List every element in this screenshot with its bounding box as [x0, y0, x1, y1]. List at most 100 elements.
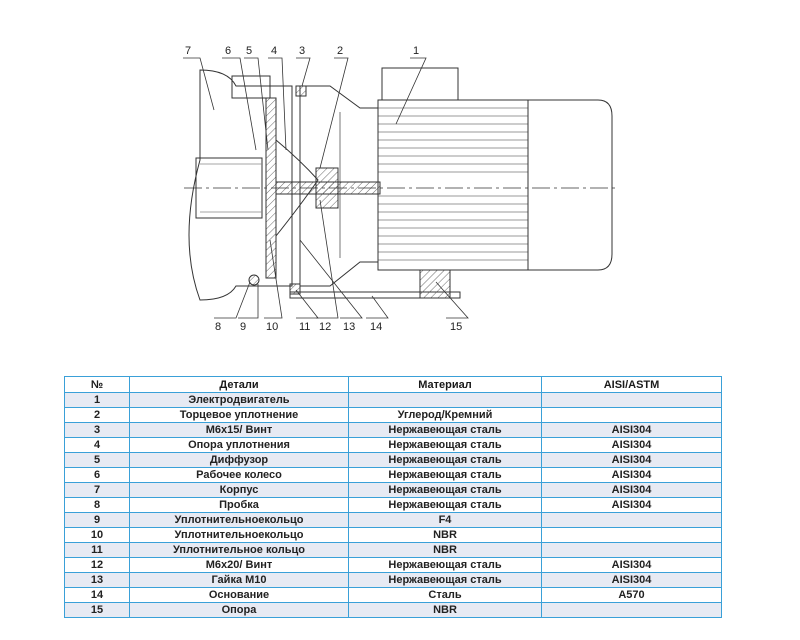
motor-bracket [299, 85, 379, 287]
cell-material: NBR [348, 542, 542, 558]
cell-aisi: AISI304 [541, 422, 722, 438]
cell-aisi [541, 527, 722, 543]
cell-part: Опора [129, 602, 349, 618]
callout-2: 2 [337, 45, 343, 57]
cell-part: Диффузор [129, 452, 349, 468]
cell-aisi [541, 512, 722, 528]
cell-part: Корпус [129, 482, 349, 498]
callout-6: 6 [225, 45, 231, 57]
cell-number: 13 [64, 572, 130, 588]
callout-11: 11 [299, 321, 310, 333]
cell-material: Нержавеющая сталь [348, 482, 542, 498]
cell-part: Рабочее колесо [129, 467, 349, 483]
screw-top [295, 85, 307, 97]
header-part: Детали [129, 376, 349, 393]
cell-aisi: AISI304 [541, 557, 722, 573]
callout-5: 5 [246, 45, 252, 57]
cell-aisi [541, 392, 722, 408]
cell-material: Нержавеющая сталь [348, 467, 542, 483]
suction-inlet [195, 157, 263, 219]
cell-number: 12 [64, 557, 130, 573]
callout-13: 13 [343, 321, 355, 333]
cell-part: Гайка M10 [129, 572, 349, 588]
cell-number: 7 [64, 482, 130, 498]
cell-number: 1 [64, 392, 130, 408]
cell-part: Опора уплотнения [129, 437, 349, 453]
callout-1: 1 [413, 45, 419, 57]
header-material: Материал [348, 376, 542, 393]
cell-number: 8 [64, 497, 130, 513]
callout-14: 14 [370, 321, 382, 333]
callouts-top: 7 6 5 4 3 2 1 [185, 45, 419, 57]
base-plate [289, 291, 461, 299]
cell-aisi [541, 602, 722, 618]
cell-aisi: AISI304 [541, 467, 722, 483]
header-aisi: AISI/ASTM [541, 376, 722, 393]
cell-material [348, 392, 542, 408]
cell-aisi: AISI304 [541, 572, 722, 588]
cell-aisi: AISI304 [541, 497, 722, 513]
cell-number: 15 [64, 602, 130, 618]
cell-part: Уплотнительноекольцо [129, 512, 349, 528]
cell-material: NBR [348, 602, 542, 618]
support-foot [419, 269, 451, 299]
terminal-box [381, 67, 459, 100]
table-header-row: № Детали Материал AISI/ASTM [64, 376, 722, 393]
cell-material: F4 [348, 512, 542, 528]
cell-number: 11 [64, 542, 130, 558]
cell-part: Уплотнительное кольцо [129, 542, 349, 558]
cell-part: M6x20/ Винт [129, 557, 349, 573]
pump-casing [188, 69, 293, 301]
cell-material: Нержавеющая сталь [348, 572, 542, 588]
cell-material: NBR [348, 527, 542, 543]
cell-material: Сталь [348, 587, 542, 603]
cell-aisi [541, 542, 722, 558]
callout-7: 7 [185, 45, 191, 57]
callout-8: 8 [215, 321, 221, 333]
cell-number: 5 [64, 452, 130, 468]
discharge-outlet [231, 75, 271, 99]
callout-15: 15 [450, 321, 462, 333]
cell-part: Уплотнительноекольцо [129, 527, 349, 543]
cell-number: 3 [64, 422, 130, 438]
cell-number: 14 [64, 587, 130, 603]
callout-9: 9 [240, 321, 246, 333]
cell-number: 4 [64, 437, 130, 453]
callout-10: 10 [266, 321, 278, 333]
cell-part: Торцевое уплотнение [129, 407, 349, 423]
cell-aisi [541, 407, 722, 423]
cell-material: Углерод/Кремний [348, 407, 542, 423]
cell-material: Нержавеющая сталь [348, 422, 542, 438]
cell-part: Основание [129, 587, 349, 603]
cell-material: Нержавеющая сталь [348, 452, 542, 468]
cell-part: Пробка [129, 497, 349, 513]
cell-number: 6 [64, 467, 130, 483]
pump-cross-section-drawing: 7 6 5 4 3 2 1 8 9 10 11 12 13 14 15 [183, 45, 618, 333]
fan-cover [527, 99, 613, 271]
drain-plug [248, 274, 260, 286]
callout-12: 12 [319, 321, 331, 333]
screw-bottom [289, 283, 301, 295]
callout-3: 3 [299, 45, 305, 57]
cell-aisi: AISI304 [541, 437, 722, 453]
cell-part: M6x15/ Винт [129, 422, 349, 438]
callout-4: 4 [271, 45, 277, 57]
cell-number: 9 [64, 512, 130, 528]
